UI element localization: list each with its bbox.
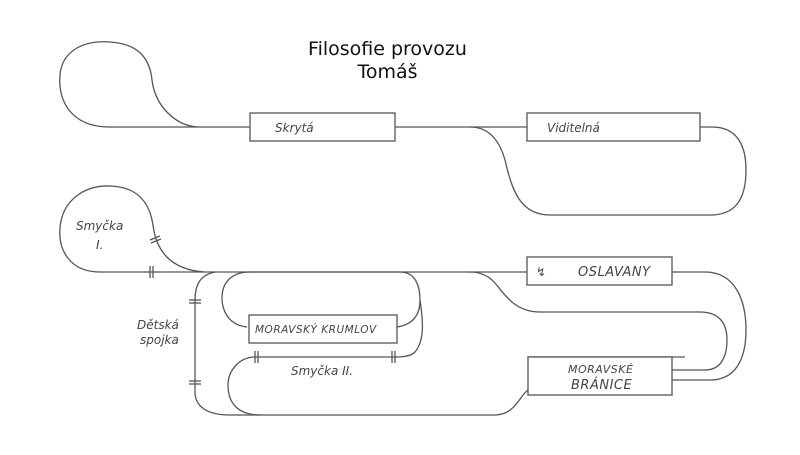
station-moravsky-krumlov: MORAVSKÝ KRUMLOV xyxy=(248,314,398,344)
station-label: MORAVSKÝ KRUMLOV xyxy=(255,323,377,336)
station-label: OSLAVANY xyxy=(578,265,651,280)
diagram-subtitle: Tomáš xyxy=(357,61,418,83)
electric-icon: ↯ xyxy=(536,265,546,279)
station-label-line2: BRÁNICE xyxy=(571,377,632,393)
visible-loop-track xyxy=(469,126,747,216)
children-link-track xyxy=(194,271,529,416)
oslavany-right-track xyxy=(672,271,747,381)
children-link-label-2: spojka xyxy=(140,333,179,347)
station-label: Viditelná xyxy=(547,121,600,135)
diagram-title: Filosofie provozu xyxy=(308,38,467,60)
insulating-joints xyxy=(149,235,396,385)
hidden-loop-track xyxy=(59,41,527,128)
station-label: Skrytá xyxy=(275,121,314,135)
loop2-track xyxy=(227,299,424,416)
loop1-track xyxy=(59,185,527,273)
station-viditelna: Viditelná xyxy=(526,112,701,142)
station-skryta: Skrytá xyxy=(249,112,396,142)
loop1-label: Smyčka xyxy=(76,219,123,233)
loop2-label: Smyčka II. xyxy=(291,364,353,378)
station-moravske-branice: MORAVSKÉ BRÁNICE xyxy=(527,356,673,396)
inner-right-track xyxy=(469,271,728,371)
station-label-line1: MORAVSKÉ xyxy=(568,363,633,376)
loop1-number: I. xyxy=(96,238,103,252)
children-link-label: Dětská xyxy=(137,318,179,332)
krumlov-loop-track xyxy=(221,271,421,328)
station-oslavany: ↯ OSLAVANY xyxy=(526,256,673,286)
